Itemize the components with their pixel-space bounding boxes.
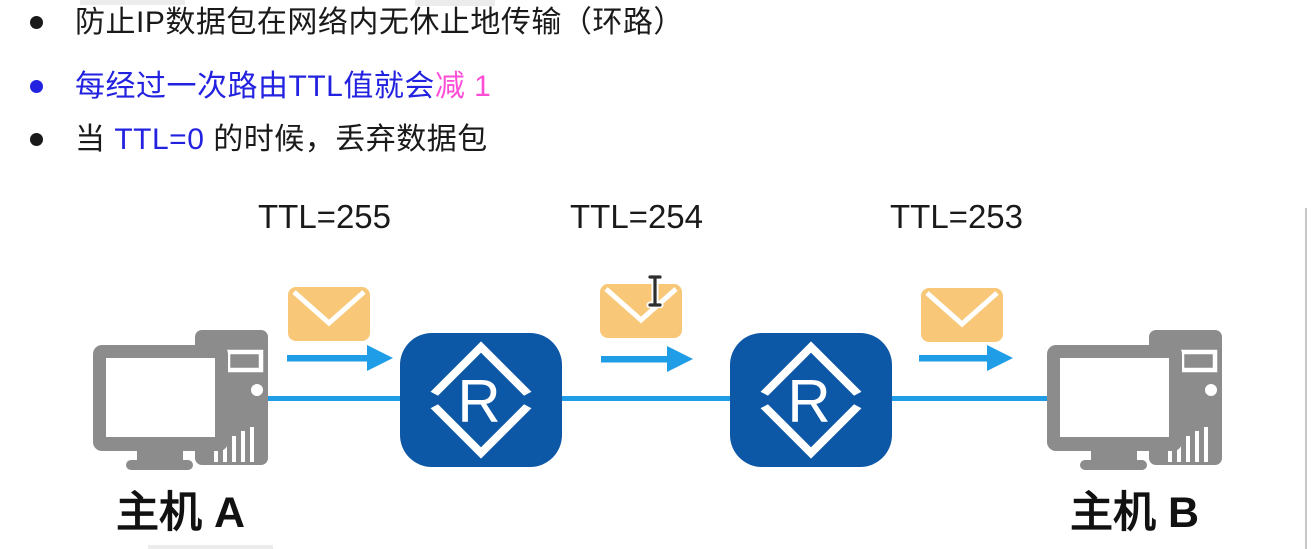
screen-artifact [80,0,185,5]
network-link-1 [262,396,410,401]
bullet-dot [30,16,43,29]
envelope-icon [921,288,1003,342]
bullet-text-segment: 防止IP数据包在网络内无休止地传输（环路） [75,6,684,39]
computer-icon [1047,330,1222,470]
bullet-text-segment: TTL=0 [114,123,205,156]
arrow-right-icon [287,345,393,371]
bullet-dot [30,80,43,93]
text-cursor-icon [646,273,664,313]
flow-arrow-1 [287,344,393,377]
computer-icon [93,330,268,470]
router-letter: R [787,368,830,435]
flow-arrow-2 [601,345,693,378]
network-link-2 [556,396,736,401]
packet-envelope-3 [921,288,1003,342]
bullet-dot [30,133,43,146]
router-1-node: R [400,333,562,467]
bullet-text-segment: 当 [75,123,115,156]
flow-arrow-3 [919,344,1013,377]
host-b-node [1047,330,1222,470]
screen-artifact [148,545,273,549]
router-letter: R [457,368,500,435]
bullet-text-segment: 减 1 [434,70,492,103]
envelope-icon [288,287,370,341]
packet-envelope-2 [600,284,682,338]
ttl-label-1: TTL=255 [258,198,391,235]
arrow-right-icon [601,346,693,372]
host-a-node [93,330,268,470]
ttl-label-2: TTL=254 [570,198,703,235]
router-icon: R [730,333,892,467]
bullet-text: 防止IP数据包在网络内无休止地传输（环路） [75,4,684,42]
packet-envelope-1 [288,287,370,341]
arrow-right-icon [919,345,1013,371]
bullet-item-1: 防止IP数据包在网络内无休止地传输（环路） [30,4,684,42]
router-2-node: R [730,333,892,467]
network-link-3 [886,396,1052,401]
bullet-item-3: 当 TTL=0 的时候，丢弃数据包 [30,121,488,159]
bullet-text: 当 TTL=0 的时候，丢弃数据包 [75,121,488,159]
host-b-label: 主机 B [1070,489,1199,537]
host-a-label: 主机 A [116,489,245,537]
router-icon: R [400,333,562,467]
bullet-text-segment: 每经过一次路由TTL值就会 [75,70,435,103]
slide-edge-line [1305,208,1307,549]
bullet-text: 每经过一次路由TTL值就会减 1 [75,68,491,106]
envelope-icon [600,284,682,338]
bullet-text-segment: 的时候，丢弃数据包 [204,123,488,156]
screen-artifact [415,0,495,6]
ttl-label-3: TTL=253 [890,198,1023,235]
bullet-item-2: 每经过一次路由TTL值就会减 1 [30,68,491,106]
